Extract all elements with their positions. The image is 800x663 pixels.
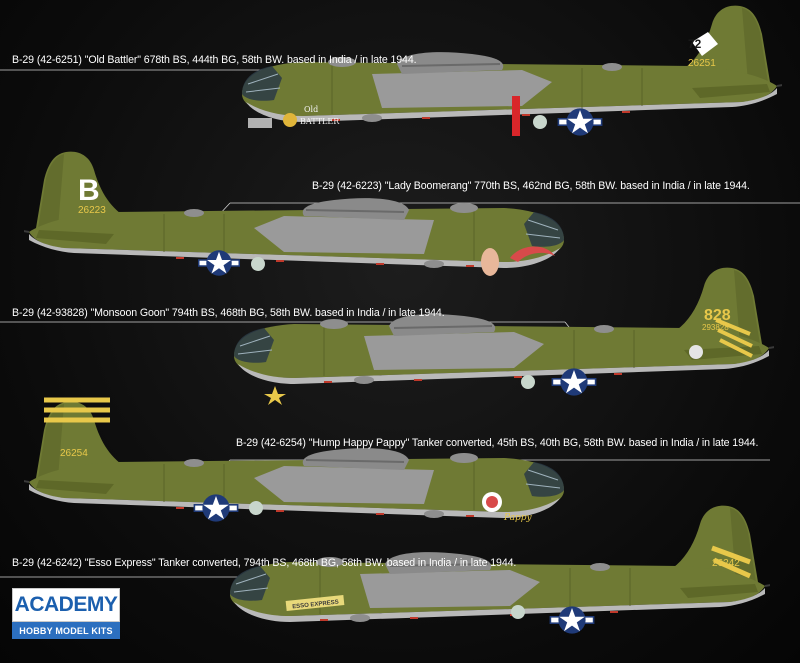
logo-wordmark-panel: ACADEMY xyxy=(12,588,120,622)
nose-art-battler: BATTLER xyxy=(300,117,340,126)
caption-monsoon-goon: B-29 (42-93828) "Monsoon Goon" 794th BS,… xyxy=(12,307,445,319)
profile-lady-boomerang xyxy=(24,150,800,276)
profile-hump-happy-pappy xyxy=(24,397,770,522)
profile-esso-express xyxy=(0,504,770,634)
profile-monsoon-goon xyxy=(0,266,774,405)
nose-art-pappy: Pappy xyxy=(503,513,533,523)
nose-art-esso-express: ESSO EXPRESS xyxy=(292,600,339,611)
tail-letter-b: B xyxy=(78,174,100,207)
tail-number-828: 828 xyxy=(704,307,731,324)
caption-esso-express: B-29 (42-6242) "Esso Express" Tanker con… xyxy=(12,557,517,569)
tail-serial-26223: 26223 xyxy=(78,205,106,216)
academy-logo: ACADEMY HOBBY MODEL KITS xyxy=(12,588,120,650)
tail-serial-26251: 26251 xyxy=(688,58,716,69)
nose-art-old: Old xyxy=(304,105,318,114)
tail-serial-26254: 26254 xyxy=(60,448,88,459)
tail-serial-293828: 293828 xyxy=(702,323,729,332)
caption-hump-happy-pappy: B-29 (42-6254) "Hump Happy Pappy" Tanker… xyxy=(236,437,759,449)
tail-number-72: 72 xyxy=(688,37,702,51)
profile-old-battler xyxy=(0,4,782,136)
logo-tagline-text: HOBBY MODEL KITS xyxy=(19,625,113,636)
tail-serial-26242: 26242 xyxy=(712,558,740,569)
caption-lady-boomerang: B-29 (42-6223) "Lady Boomerang" 770th BS… xyxy=(312,180,750,192)
logo-brand-text: ACADEMY xyxy=(14,593,118,616)
caption-old-battler: B-29 (42-6251) "Old Battler" 678th BS, 4… xyxy=(12,54,417,66)
red-fuselage-band xyxy=(512,96,520,136)
logo-tagline-panel: HOBBY MODEL KITS xyxy=(12,622,120,639)
